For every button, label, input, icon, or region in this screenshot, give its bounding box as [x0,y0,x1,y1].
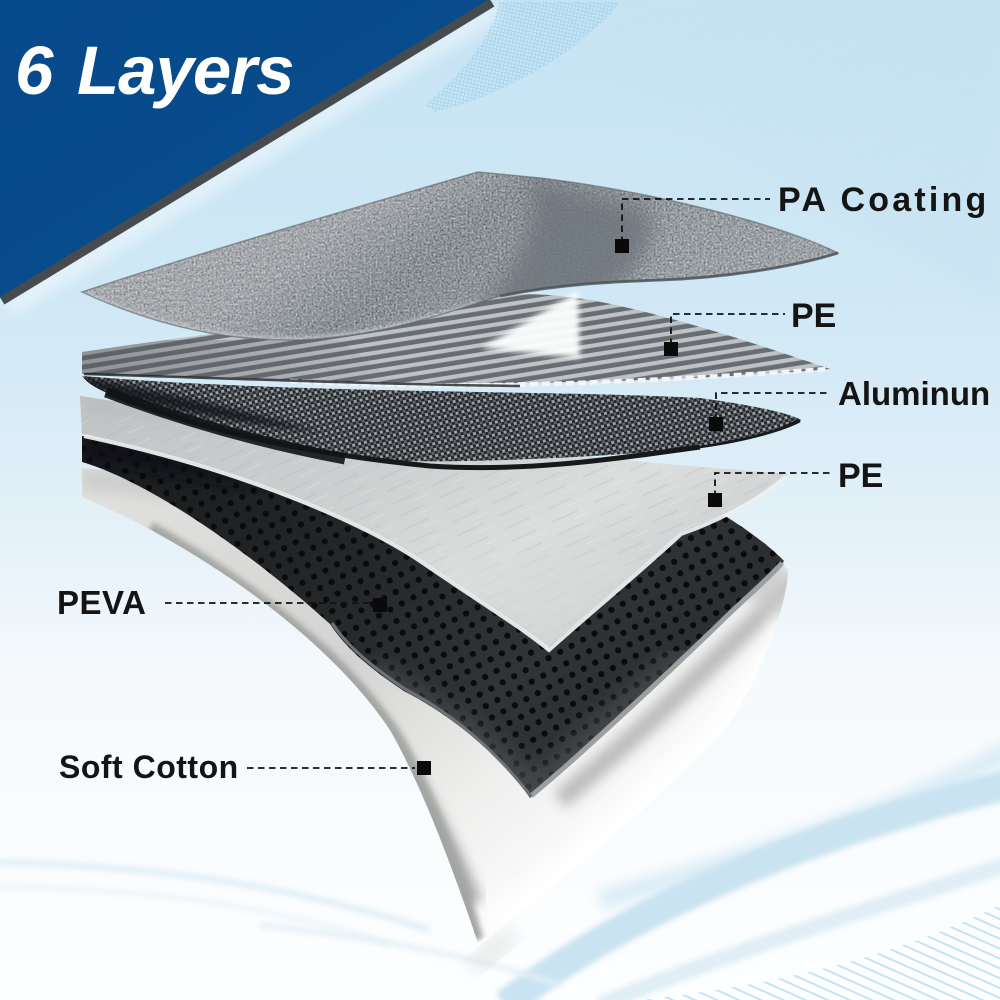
svg-text:PA Coating: PA Coating [778,181,989,219]
svg-text:Layers: Layers [77,32,294,109]
svg-text:Soft Cotton: Soft Cotton [59,749,239,785]
svg-text:Aluminun: Aluminun [838,375,990,412]
svg-text:PE: PE [838,457,883,495]
svg-text:PEVA: PEVA [57,584,146,621]
svg-text:6: 6 [15,32,54,109]
svg-text:PE: PE [791,297,836,335]
